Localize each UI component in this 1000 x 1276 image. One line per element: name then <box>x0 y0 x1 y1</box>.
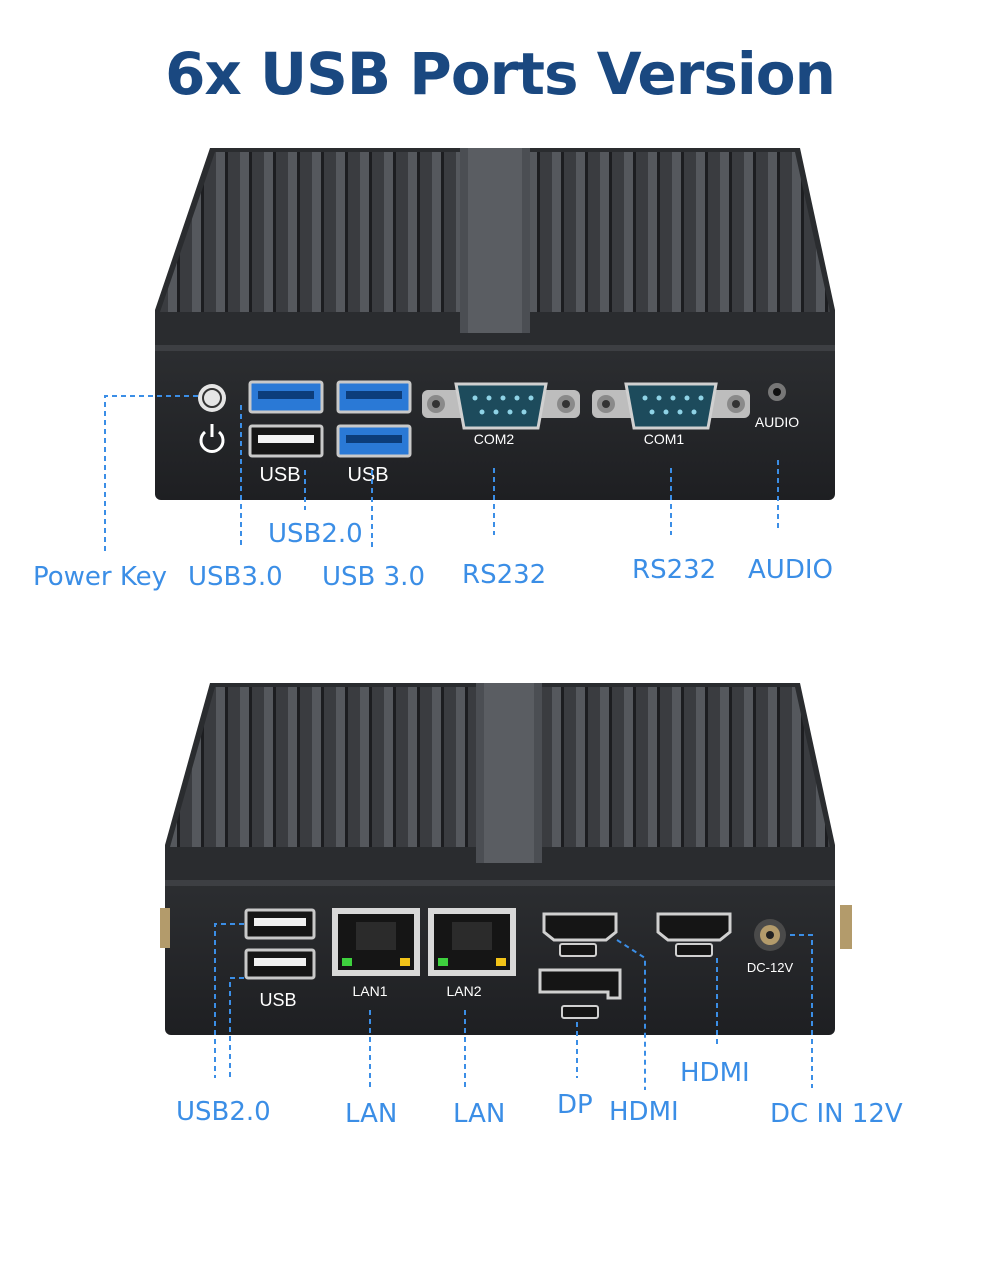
label-usb20-back: USB2.0 <box>176 1097 271 1127</box>
antenna-connector-left <box>160 908 170 948</box>
back-device: USB LAN1 LAN2 <box>160 683 852 1035</box>
dp-port[interactable] <box>538 968 622 1019</box>
label-hdmi-b: HDMI <box>680 1058 750 1088</box>
hdmi-port-2[interactable] <box>656 912 732 957</box>
label-usb30-a: USB3.0 <box>188 562 283 592</box>
usb-panel-label-2: USB <box>347 464 388 486</box>
page-title: 6x USB Ports Version <box>165 40 836 108</box>
usb-back-panel-label: USB <box>259 990 296 1010</box>
label-dp: DP <box>557 1090 593 1120</box>
antenna-connector-right <box>840 905 852 949</box>
label-rs232-a: RS232 <box>462 560 547 590</box>
label-lan-a: LAN <box>345 1099 398 1129</box>
front-device: USB USB COM2 COM1 AUDIO <box>155 148 835 500</box>
com1-panel-label: COM1 <box>644 431 685 447</box>
hdmi-port-1[interactable] <box>542 912 618 957</box>
lan1-port[interactable] <box>332 908 420 976</box>
com1-port[interactable] <box>592 382 750 430</box>
lan2-panel-label: LAN2 <box>446 983 481 999</box>
audio-panel-label: AUDIO <box>755 414 799 430</box>
label-dc-in: DC IN 12V <box>770 1099 903 1129</box>
label-audio: AUDIO <box>748 555 833 585</box>
back-leader-lines <box>214 923 813 1090</box>
usb-panel-label-1: USB <box>259 464 300 486</box>
com2-panel-label: COM2 <box>474 431 515 447</box>
front-leader-lines <box>104 395 779 552</box>
power-icon <box>199 424 225 453</box>
label-hdmi-a: HDMI <box>609 1097 679 1127</box>
label-usb30-b: USB 3.0 <box>322 562 425 592</box>
label-usb20-front: USB2.0 <box>268 519 363 549</box>
label-lan-b: LAN <box>453 1099 506 1129</box>
lan2-port[interactable] <box>428 908 516 976</box>
lan1-panel-label: LAN1 <box>352 983 387 999</box>
com2-port[interactable] <box>422 382 580 430</box>
label-rs232-b: RS232 <box>632 555 717 585</box>
dc-panel-label: DC-12V <box>747 960 794 975</box>
label-power-key: Power Key <box>33 562 168 592</box>
